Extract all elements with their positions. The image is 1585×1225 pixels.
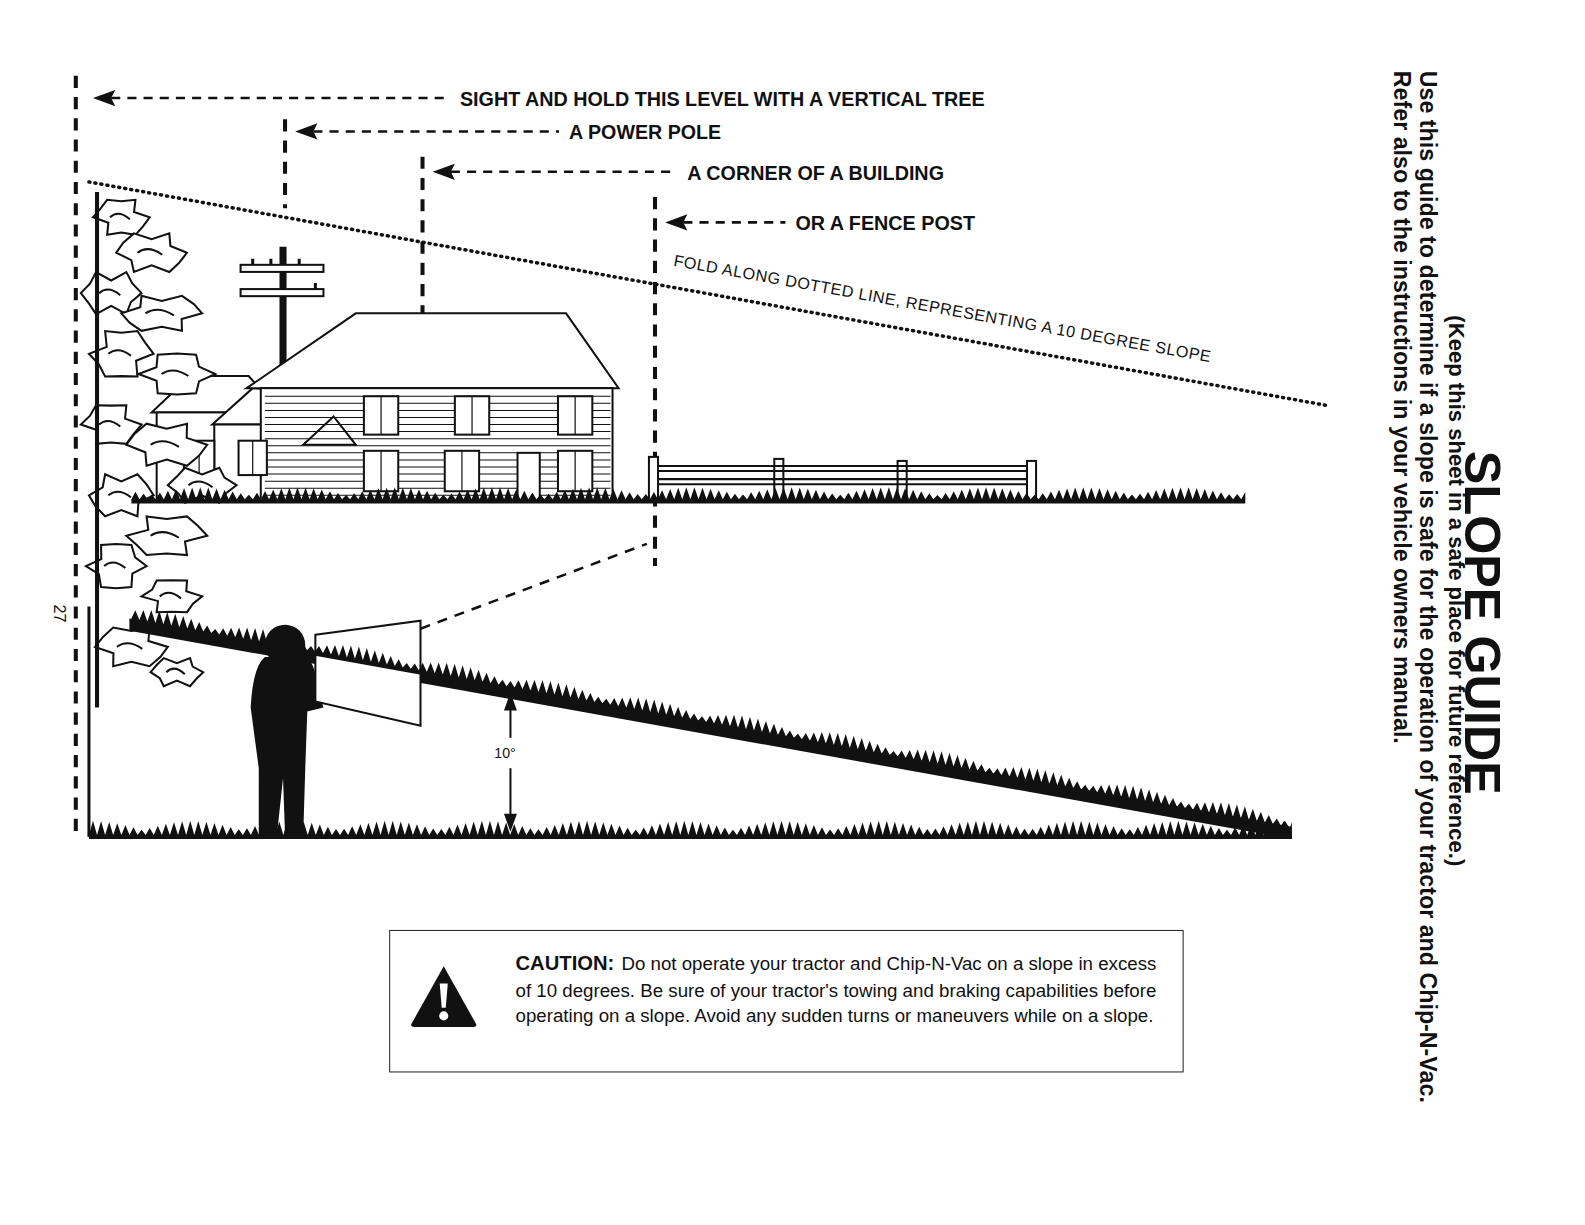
warning-triangle: [411, 966, 476, 1027]
warning-icon: [408, 963, 479, 1030]
tree-detail: [162, 370, 189, 376]
tree-foliage: [151, 658, 204, 686]
tree-detail: [99, 421, 120, 427]
tree-detail: [108, 492, 131, 498]
siding-line: [265, 445, 611, 446]
tree-detail: [108, 350, 131, 356]
pointer-label: A CORNER OF A BUILDING: [687, 164, 944, 184]
tree-detail: [99, 290, 120, 296]
tree-foliage: [142, 580, 203, 612]
tree-foliage: [93, 200, 150, 235]
tree-detail: [104, 562, 125, 568]
tree-foliage: [126, 424, 207, 466]
caution-heading: CAUTION:: [516, 952, 615, 974]
fold-line-label: FOLD ALONG DOTTED LINE, REPRESENTING A 1…: [672, 253, 1212, 366]
pointer-label: SIGHT AND HOLD THIS LEVEL WITH A VERTICA…: [460, 90, 985, 110]
tree-detail: [137, 249, 162, 255]
tree-detail: [117, 643, 142, 649]
tree-foliage: [121, 296, 202, 331]
caution-box: CAUTION:Do not operate your tractor and …: [389, 930, 1183, 1073]
pointer-label: A POWER POLE: [569, 123, 721, 143]
grass: [131, 487, 1245, 503]
grass: [89, 821, 1292, 839]
pointer-label: OR A FENCE POST: [795, 214, 975, 234]
tree-foliage: [138, 354, 215, 395]
page-number: 27: [51, 604, 67, 622]
tree-detail: [188, 482, 212, 488]
tree-foliage: [81, 272, 142, 314]
angle-label: 10°: [494, 746, 515, 760]
tree-detail: [151, 532, 179, 538]
tree-detail: [110, 214, 130, 220]
tree-foliage: [116, 233, 187, 272]
tree-trunk: [95, 192, 99, 708]
tree-foliage: [126, 516, 207, 555]
tree-detail: [166, 669, 184, 675]
warning-dot: [439, 1011, 448, 1020]
subtitle: (Keep this sheet in a safe place for fut…: [1446, 315, 1468, 866]
instruction-text: Use this guide to determine if a slope i…: [1416, 71, 1439, 1103]
warning-mark: [440, 984, 448, 1008]
instruction-text: Refer also to the instructions in your v…: [1390, 71, 1413, 744]
caution-text: CAUTION:Do not operate your tractor and …: [516, 931, 1163, 1045]
tree-detail: [151, 441, 179, 447]
tree-detail: [146, 310, 174, 316]
siding-line: [265, 438, 611, 439]
grass: [131, 610, 1288, 831]
tree-detail: [160, 593, 181, 599]
